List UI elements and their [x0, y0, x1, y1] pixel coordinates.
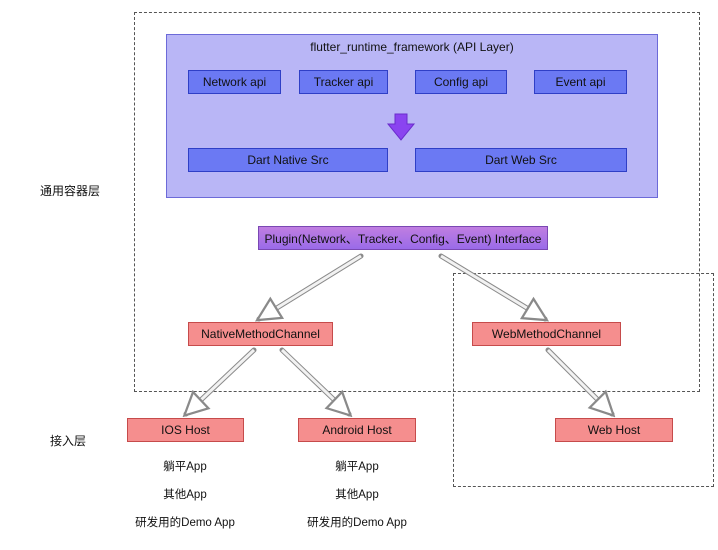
ios-app-note: 研发用的Demo App [135, 517, 235, 529]
down-arrow-icon [386, 113, 416, 141]
web-host-box: Web Host [555, 418, 673, 442]
web-host-region [453, 273, 714, 487]
arrow-native-to-ios [186, 347, 257, 414]
arrow-native-to-android [279, 347, 349, 414]
ios-host-box: IOS Host [127, 418, 244, 442]
common-container-region [134, 12, 700, 392]
android-app-note: 躺平App [335, 461, 379, 473]
ios-app-note: 躺平App [163, 461, 207, 473]
dart-web-src-box: Dart Web Src [415, 148, 627, 172]
arrow-plugin-to-native [259, 253, 364, 319]
network-api-box: Network api [188, 70, 281, 94]
plugin-interface-box: Plugin(Network、Tracker、Config、Event) Int… [258, 226, 548, 250]
access-layer-label: 接入层 [50, 434, 87, 448]
native-method-channel-box: NativeMethodChannel [188, 322, 333, 346]
api-layer-title: flutter_runtime_framework (API Layer) [310, 40, 514, 54]
ios-app-note: 其他App [163, 489, 207, 501]
android-host-box: Android Host [298, 418, 416, 442]
config-api-box: Config api [415, 70, 507, 94]
arrow-plugin-to-web [438, 253, 545, 322]
android-app-note: 研发用的Demo App [307, 517, 407, 529]
tracker-api-box: Tracker api [299, 70, 388, 94]
arrow-web-to-webhost [545, 347, 612, 414]
android-app-note: 其他App [335, 489, 379, 501]
web-method-channel-box: WebMethodChannel [472, 322, 621, 346]
common-layer-label: 通用容器层 [40, 184, 101, 198]
event-api-box: Event api [534, 70, 627, 94]
dart-native-src-box: Dart Native Src [188, 148, 388, 172]
